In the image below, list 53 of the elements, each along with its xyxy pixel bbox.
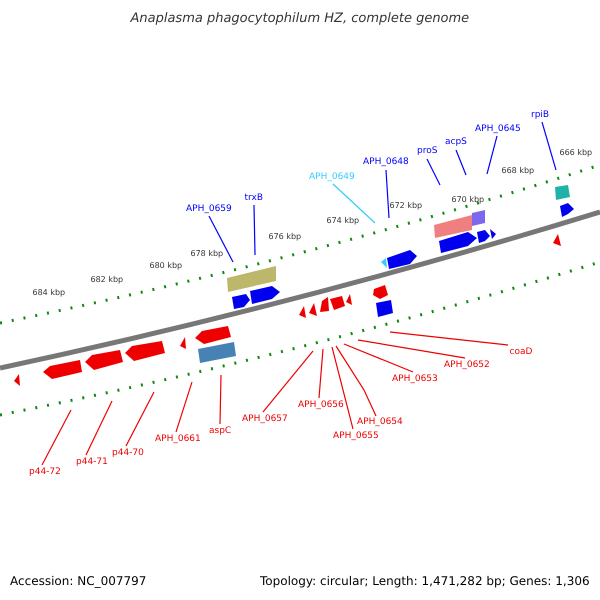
scale-label: 678 kbp (190, 250, 224, 258)
leader-line (332, 184, 376, 224)
gene-label: APH_0657 (242, 414, 288, 424)
leader-line (331, 346, 354, 430)
gene-label: rpiB (531, 110, 550, 120)
leader-line (426, 158, 441, 186)
leader-line (208, 216, 234, 262)
scale-label: 684 kbp (32, 289, 66, 297)
gene-label: APH_0656 (298, 400, 344, 410)
gene-label: p44-70 (112, 448, 144, 458)
leader-line (385, 170, 390, 218)
gene-label: APH_0648 (363, 158, 409, 166)
gene-label: APH_0645 (475, 124, 521, 134)
title: Anaplasma phagocytophilum HZ, complete genome (130, 12, 470, 24)
leader-line (219, 374, 222, 424)
leader-line (318, 348, 324, 398)
scale-label: 680 kbp (150, 262, 182, 270)
gene-label: APH_0655 (333, 432, 379, 440)
gene-label: coaD (510, 348, 532, 356)
scale-label: 672 kbp (390, 202, 422, 210)
scale-label: 674 kbp (326, 217, 360, 225)
leader-line (358, 339, 466, 359)
leader-line (85, 400, 113, 456)
gene-label: APH_0653 (392, 374, 438, 384)
leader-line (541, 122, 557, 170)
gene-label: trxB (244, 194, 263, 202)
gene-label: aspC (209, 426, 232, 436)
leader-line (486, 136, 498, 174)
gene-label: APH_0661 (155, 434, 201, 444)
accession-text: Accession: NC_007797 (10, 575, 146, 587)
leader-line (344, 343, 414, 373)
genome-stats-text: Topology: circular; Length: 1,471,282 bp; Genes: 1,306 (260, 575, 590, 587)
gene-label: p44-72 (29, 468, 61, 476)
gene-label: APH_0652 (444, 360, 490, 370)
leader-line (253, 204, 256, 256)
leader-line (41, 410, 72, 466)
leader-line (125, 392, 155, 446)
gene-label: proS (417, 146, 438, 156)
scale-label: 676 kbp (268, 233, 302, 241)
leader-line (390, 331, 508, 346)
leader-line (455, 150, 467, 176)
leader-line (175, 382, 193, 432)
scale-label: 668 kbp (502, 167, 534, 175)
leader-line (336, 346, 377, 416)
scale-label: 682 kbp (90, 276, 124, 284)
gene-label: APH_0649 (309, 172, 355, 182)
gene-label: APH_0659 (186, 204, 232, 214)
gene-label: APH_0654 (357, 418, 403, 426)
scale-label: 666 kbp (560, 149, 592, 157)
gene-label: acpS (445, 138, 467, 146)
scale-label: 670 kbp (452, 196, 484, 204)
leader-line (262, 350, 314, 412)
gene-label: p44-71 (76, 458, 108, 466)
